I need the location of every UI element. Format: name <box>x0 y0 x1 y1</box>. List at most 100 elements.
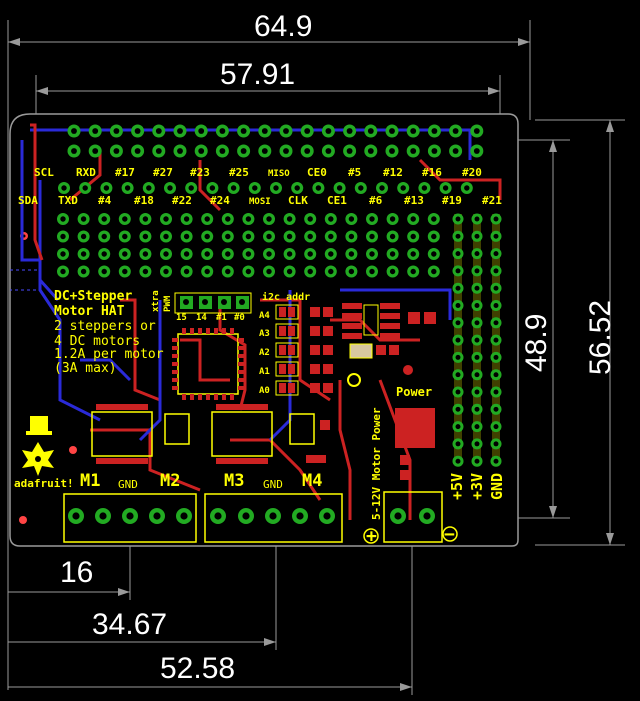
pwm-block: xtra PWM 15 14 #1 #0 <box>151 290 245 323</box>
chip-pad-right <box>238 386 244 390</box>
adafruit-logo-text: adafruit! <box>14 477 74 490</box>
proto-pad-hole <box>369 233 375 240</box>
proto-pad-hole <box>183 251 190 257</box>
rail-labels: +5V +3V GND <box>448 473 506 500</box>
label-p13: #13 <box>404 194 424 207</box>
rail-pad-hole <box>493 389 499 395</box>
jumper-pad-b <box>288 345 295 355</box>
chip-pad-left <box>172 378 178 382</box>
rail-pad-hole <box>474 337 480 343</box>
rail-pad-hole <box>474 354 480 360</box>
label-p24: #24 <box>210 194 230 207</box>
proto-pad-hole <box>369 268 375 275</box>
label-p17: #17 <box>115 166 135 179</box>
proto-pad-hole <box>142 233 149 240</box>
pwm-xtra-label: xtra <box>151 290 161 312</box>
proto-pad-hole <box>122 251 128 257</box>
header-pin-top-hole <box>155 128 162 134</box>
gpio-header <box>58 124 484 194</box>
rail-pad-hole <box>493 320 499 326</box>
header-breakout-pin-hole <box>358 185 364 191</box>
header-pin-2-hole <box>240 148 247 154</box>
power-rails <box>452 213 502 467</box>
title-block: DC+Stepper Motor HAT 2 steppers or 4 DC … <box>54 289 164 376</box>
title-line-1: DC+Stepper <box>54 289 132 304</box>
proto-pad-hole <box>183 216 190 222</box>
proto-pad-hole <box>307 216 313 222</box>
rail-pad-hole <box>455 303 461 308</box>
header-pin-2-hole <box>155 148 162 154</box>
prototyping-area <box>57 213 440 278</box>
header-pin-top-hole <box>177 128 183 134</box>
rail-pad-hole <box>493 354 499 360</box>
proto-pad-hole <box>431 251 437 257</box>
pwm-header-pins <box>180 296 249 309</box>
rail-pad-hole <box>455 406 461 412</box>
proto-pad-hole <box>225 251 231 257</box>
proto-pad-hole <box>142 268 149 275</box>
chip-pad-top <box>222 328 226 334</box>
motor-m3-label: M3 <box>224 471 244 491</box>
chip-pad-left <box>172 346 178 350</box>
label-p16: #16 <box>422 166 442 179</box>
chip-pad-right <box>238 362 244 366</box>
dim-right-holes: 48.9 <box>520 314 553 372</box>
rail-pad-hole <box>493 458 499 464</box>
proto-pad-hole <box>60 216 66 222</box>
rail-pad-hole <box>474 372 480 378</box>
chip-pad-right <box>238 378 244 382</box>
title-line-2: Motor HAT <box>54 304 125 319</box>
header-breakout-pin-hole <box>464 185 470 191</box>
header-pin-top-hole <box>283 128 289 134</box>
chip-pad-top <box>198 328 202 334</box>
header-breakout-pin-hole <box>209 185 216 191</box>
proto-pad-hole <box>122 233 128 240</box>
chip-pad-right <box>238 354 244 358</box>
proto-pad-hole <box>348 251 355 257</box>
proto-pad-hole <box>328 268 334 275</box>
board-cutout-marker <box>10 269 41 291</box>
header-breakout-pin-hole <box>421 185 428 191</box>
proto-pad-hole <box>204 216 210 222</box>
rail-pad-hole <box>474 216 480 222</box>
dimension-lines <box>7 20 625 695</box>
header-pin-top-hole <box>304 128 311 134</box>
rail-pad-hole <box>455 233 461 239</box>
dim-bottom-52-58: 52.58 <box>160 652 235 685</box>
label-p27: #27 <box>153 166 173 179</box>
dim-top-overall: 64.9 <box>254 10 312 43</box>
chip-pad-top <box>214 328 218 334</box>
jumper-outline <box>275 342 299 358</box>
chip-pad-left <box>172 354 178 358</box>
rail-pad-hole <box>455 458 461 464</box>
rail-pad-hole <box>455 441 461 447</box>
proto-pad-hole <box>80 251 87 257</box>
terminal-screw-hole <box>323 512 331 520</box>
motor-power-label: 5-12V Motor Power <box>370 407 383 520</box>
header-pin-2-hole <box>304 148 311 154</box>
proto-pad-hole <box>389 268 396 275</box>
chip-pad-left <box>172 370 178 374</box>
i2c-jumpers <box>275 304 333 396</box>
rail-pad-hole <box>474 251 480 257</box>
jumper-a3-label: A3 <box>259 329 270 339</box>
label-p19: #19 <box>442 194 462 207</box>
jumper-pad-a <box>279 326 286 336</box>
header-breakout-pin-hole <box>146 185 152 191</box>
rail-pad-hole <box>455 354 461 360</box>
proto-pad-hole <box>328 251 334 257</box>
rail-pad-hole <box>493 303 499 308</box>
proto-pad-hole <box>431 268 437 275</box>
rail-pad-hole <box>455 251 461 257</box>
label-p5: #5 <box>348 166 361 179</box>
header-pin-2-hole <box>134 148 141 154</box>
chip-pads <box>172 328 244 400</box>
title-line-5: 1.2A per motor <box>54 347 164 362</box>
rail-3v-label: +3V <box>468 473 486 500</box>
pwm-15: 15 <box>176 313 187 323</box>
motor-terminals <box>68 508 435 524</box>
resistor-pad <box>323 364 333 374</box>
rail-pad-hole <box>474 458 480 464</box>
jumper-a4-label: A4 <box>259 311 270 321</box>
motor-m1-label: M1 <box>80 471 100 491</box>
